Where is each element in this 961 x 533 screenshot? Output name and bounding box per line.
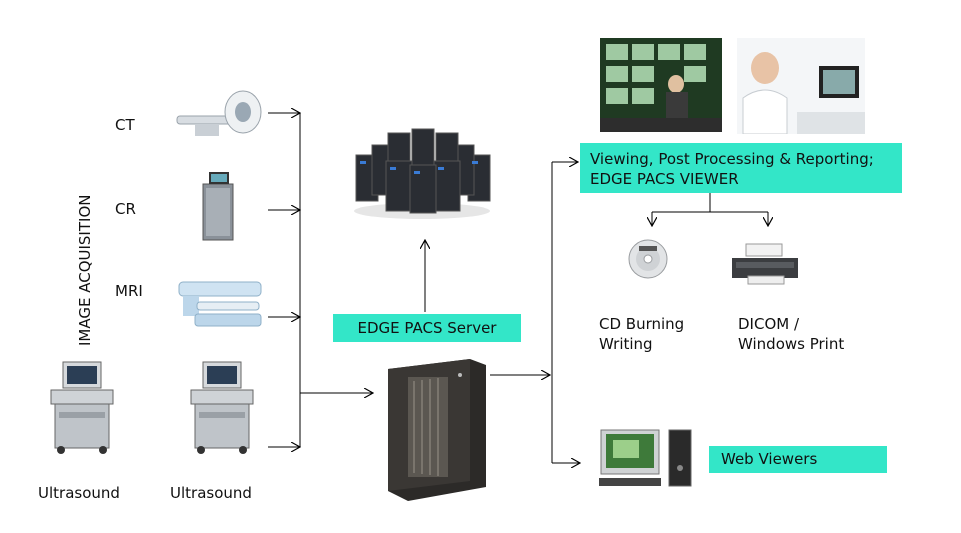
reading-room-photo bbox=[600, 38, 722, 132]
mri-label: MRI bbox=[115, 282, 143, 300]
edge-pacs-server-box: EDGE PACS Server bbox=[333, 314, 521, 342]
cd-image bbox=[628, 239, 668, 279]
cd-burning-label-line1: CD Burning bbox=[599, 315, 685, 333]
ultrasound-label-2: Ultrasound bbox=[170, 484, 252, 502]
desktop-computer-image bbox=[599, 429, 692, 487]
viewer-box-line2: EDGE PACS VIEWER bbox=[590, 170, 739, 188]
doctor-photo bbox=[737, 38, 865, 134]
cr-unit-image bbox=[202, 172, 234, 241]
web-viewers-box: Web Viewers bbox=[709, 446, 887, 473]
ultrasound-label-1: Ultrasound bbox=[38, 484, 120, 502]
dicom-print-label-line1: DICOM / bbox=[738, 315, 800, 333]
cd-burning-label-line2: Writing bbox=[599, 335, 653, 353]
ct-label: CT bbox=[115, 116, 135, 134]
viewer-box-line1: Viewing, Post Processing & Reporting; bbox=[590, 150, 874, 168]
image-acquisition-label: IMAGE ACQUISITION bbox=[76, 194, 94, 346]
cr-label: CR bbox=[115, 200, 136, 218]
mri-image bbox=[178, 281, 262, 327]
web-viewers-label: Web Viewers bbox=[721, 450, 818, 468]
dicom-print-label-line2: Windows Print bbox=[738, 335, 845, 353]
edge-pacs-viewer-box: Viewing, Post Processing & Reporting; ED… bbox=[580, 143, 902, 193]
ct-scanner-image bbox=[176, 90, 262, 136]
printer-image bbox=[732, 243, 798, 285]
server-cluster-image bbox=[354, 128, 491, 219]
ultrasound-machine-image-2 bbox=[190, 361, 254, 454]
ultrasound-machine-image-1 bbox=[50, 361, 114, 454]
edge-pacs-server-label: EDGE PACS Server bbox=[357, 319, 497, 337]
tower-server-image bbox=[388, 359, 486, 501]
